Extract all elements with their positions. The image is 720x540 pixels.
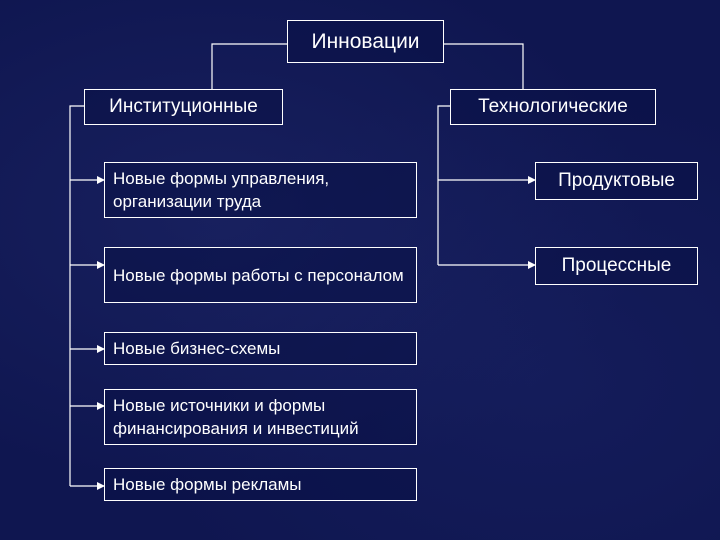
institutional-item-2: Новые формы работы с персоналом: [104, 247, 417, 303]
technological-item-1: Продуктовые: [535, 162, 698, 200]
institutional-item-1-label: Новые формы управления, организации труд…: [113, 169, 330, 211]
institutional-item-5-label: Новые формы рекламы: [113, 475, 302, 494]
technological-item-1-label: Продуктовые: [558, 170, 675, 191]
institutional-item-4-label: Новые источники и формы финансирования и…: [113, 396, 359, 438]
institutional-item-4: Новые источники и формы финансирования и…: [104, 389, 417, 445]
institutional-item-3-label: Новые бизнес-схемы: [113, 339, 281, 358]
connector-root-technological: [444, 43, 524, 90]
institutional-item-5: Новые формы рекламы: [104, 468, 417, 501]
connector-institutional-spine: [69, 105, 84, 486]
institutional-label: Институционные: [109, 96, 258, 117]
technological-item-2: Процессные: [535, 247, 698, 285]
root-label: Инновации: [311, 29, 420, 53]
institutional-node: Институционные: [84, 89, 283, 125]
root-node: Инновации: [287, 20, 444, 63]
institutional-item-2-label: Новые формы работы с персоналом: [113, 265, 404, 285]
connector-root-institutional: [211, 43, 287, 90]
technological-label: Технологические: [478, 96, 628, 117]
technological-node: Технологические: [450, 89, 656, 125]
connector-technological-spine: [437, 105, 450, 265]
technological-item-2-label: Процессные: [561, 255, 672, 276]
institutional-item-3: Новые бизнес-схемы: [104, 332, 417, 365]
institutional-item-1: Новые формы управления, организации труд…: [104, 162, 417, 218]
